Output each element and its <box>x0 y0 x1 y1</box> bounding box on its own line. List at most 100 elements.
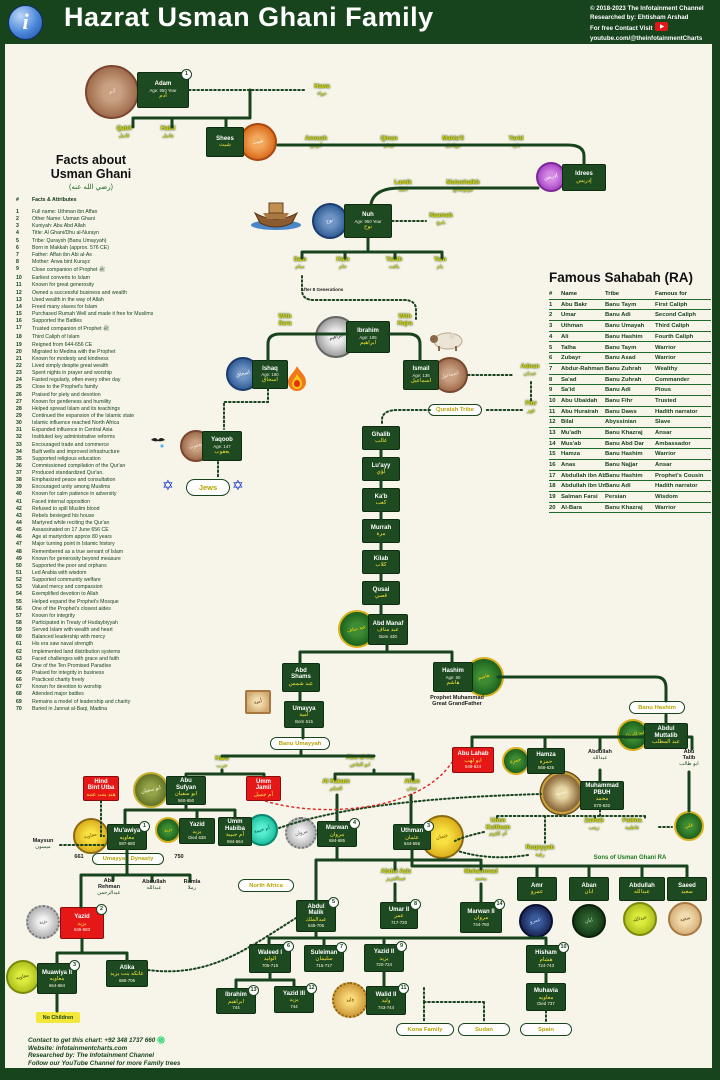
abdullah-son-seal: عبدالله <box>623 902 657 936</box>
after-8-generations-label: After 8 Generations <box>300 287 344 292</box>
kona-family-oval: Kona Family <box>396 1023 454 1036</box>
researched-by-text: Researched by: Ehtisham Arshad <box>590 14 689 21</box>
whatsapp-icon <box>155 1036 165 1044</box>
ali-seal: علي <box>674 811 704 841</box>
youtube-icon <box>655 22 669 34</box>
abdul-muttalib-seal: عبد المطلب <box>617 719 649 751</box>
channel-logo-icon: i <box>8 5 43 40</box>
year-661-label: 661 <box>74 854 84 860</box>
frame-left <box>0 44 5 1068</box>
yazid-seal: يزيد <box>155 817 181 843</box>
bird-image <box>150 436 166 454</box>
copyright-text: © 2018-2023 The Infotainment Channel <box>590 5 704 12</box>
umayya-seal: أمية <box>245 690 271 714</box>
footer-line: Website: infotainmentcharts.com <box>28 1044 128 1052</box>
frame-bottom <box>0 1068 720 1080</box>
no-children-chip: No Children <box>36 1012 80 1023</box>
sudan-oval: Sudan <box>458 1023 510 1036</box>
footer-line: Researched by: The Infotainment Channel <box>28 1052 154 1060</box>
youtube-url-text: youtube.com/@theinfotainmentCharts <box>590 35 703 42</box>
fire-image <box>286 366 308 399</box>
contact-text: For free Contact Visit <box>590 22 718 34</box>
ark-image <box>250 196 302 237</box>
frame-right <box>712 44 720 1068</box>
aban-seal: ابان <box>572 904 606 938</box>
amr-seal: عمرو <box>519 904 553 938</box>
walid2-coin: وليد <box>332 982 368 1018</box>
with-sara-label: With Sara <box>278 314 292 327</box>
footer-line: Contact to get this chart: +92 348 1737 … <box>28 1036 180 1045</box>
